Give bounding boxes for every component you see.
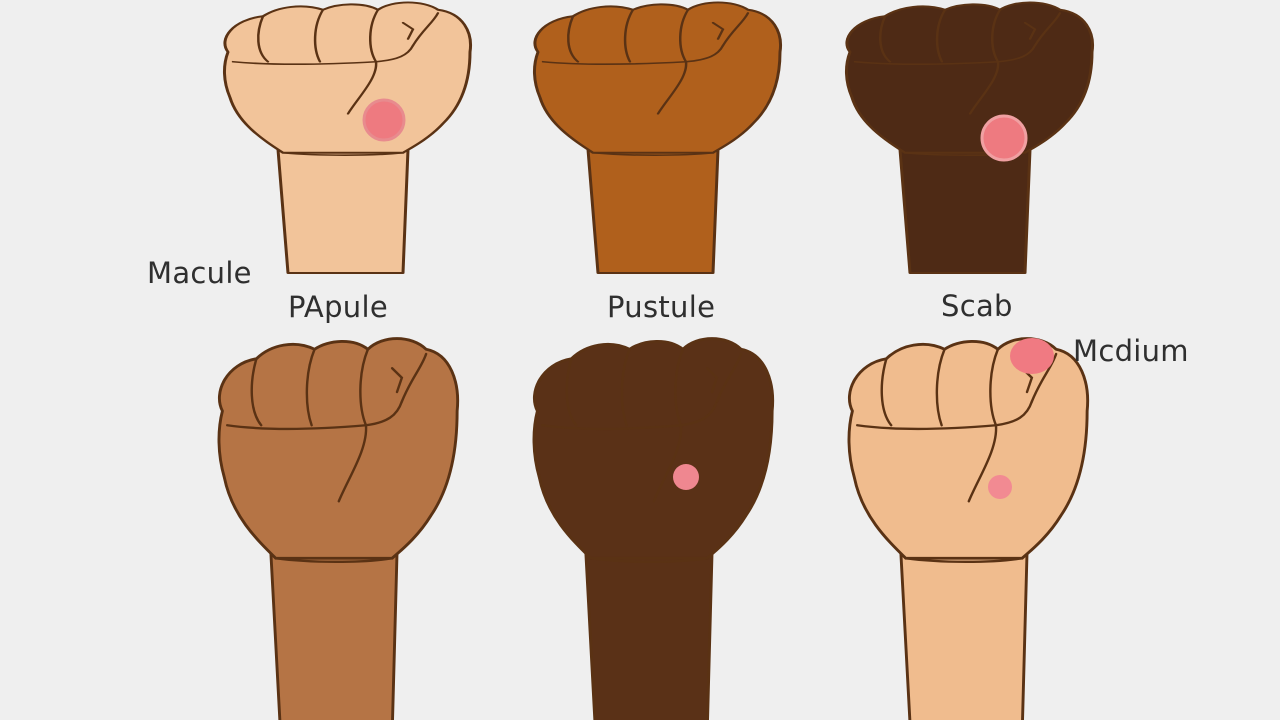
fist-part [678,8,690,63]
fist-part [623,8,635,63]
label-medium: Mcdium [1073,334,1189,368]
fist-part [899,552,1029,720]
fist-part [368,8,380,63]
fist-part [281,151,405,156]
fist-part [223,1,473,154]
fist-part [401,21,415,40]
fist-part [313,8,325,63]
fist-part [586,148,720,274]
fist-dark-top [845,1,1095,274]
fist-part [541,400,719,430]
fist-part [541,44,725,65]
fist-part [904,557,1024,563]
fist-part [274,557,394,563]
fist-part [257,15,270,63]
fist-part [589,557,709,563]
fist-part [705,367,719,394]
fist-part [968,60,1000,115]
fist-part [1030,352,1058,403]
fist-part [226,400,404,430]
fist-part [337,424,368,503]
fist-part [721,12,750,47]
label-macule: Macule [147,256,252,290]
fist-part [674,348,685,427]
fist-part [715,352,743,403]
fist-medium-bottom [217,337,460,720]
fist-part [935,8,947,63]
fist-part [359,348,370,427]
label-papule: PApule [288,290,388,324]
fist-part [1023,21,1037,40]
fist-part [567,15,580,63]
fist-part [250,357,263,427]
fist-part [620,348,631,427]
fist-light-top [223,1,473,274]
fist-part [856,400,1034,430]
fist-part [217,337,460,560]
fist-part [591,151,715,156]
fist-dark-bottom [532,337,775,720]
fist-part [305,348,316,427]
fist-part [411,12,440,47]
fist-part [989,348,1000,427]
fist-part [1033,12,1062,47]
fist-part [231,44,415,65]
fist-part [532,337,775,560]
lesion-spot [362,98,406,142]
fist-part [879,15,892,63]
fist-part [584,552,714,720]
fist-light-bottom [847,337,1090,720]
fist-part [853,44,1037,65]
fist-part [400,352,428,403]
fist-part [276,148,410,274]
fist-part [652,424,683,503]
lesion-spot [1010,338,1054,374]
fist-part [898,148,1032,274]
label-pustule: Pustule [607,290,716,324]
fist-part [935,348,946,427]
fist-tan-top [533,1,783,274]
fist-part [390,367,404,394]
fist-part [346,60,378,115]
lesion-spot [988,475,1012,499]
fist-part [565,357,578,427]
fist-part [269,552,399,720]
lesion-spot [673,464,699,490]
fist-part [845,1,1095,154]
lesion-spot [980,114,1028,162]
fist-part [967,424,998,503]
fist-part [533,1,783,154]
fist-part [847,337,1090,560]
label-scab: Scab [941,289,1013,323]
fist-part [711,21,725,40]
fist-part [990,8,1002,63]
fist-part [656,60,688,115]
fist-part [880,357,893,427]
